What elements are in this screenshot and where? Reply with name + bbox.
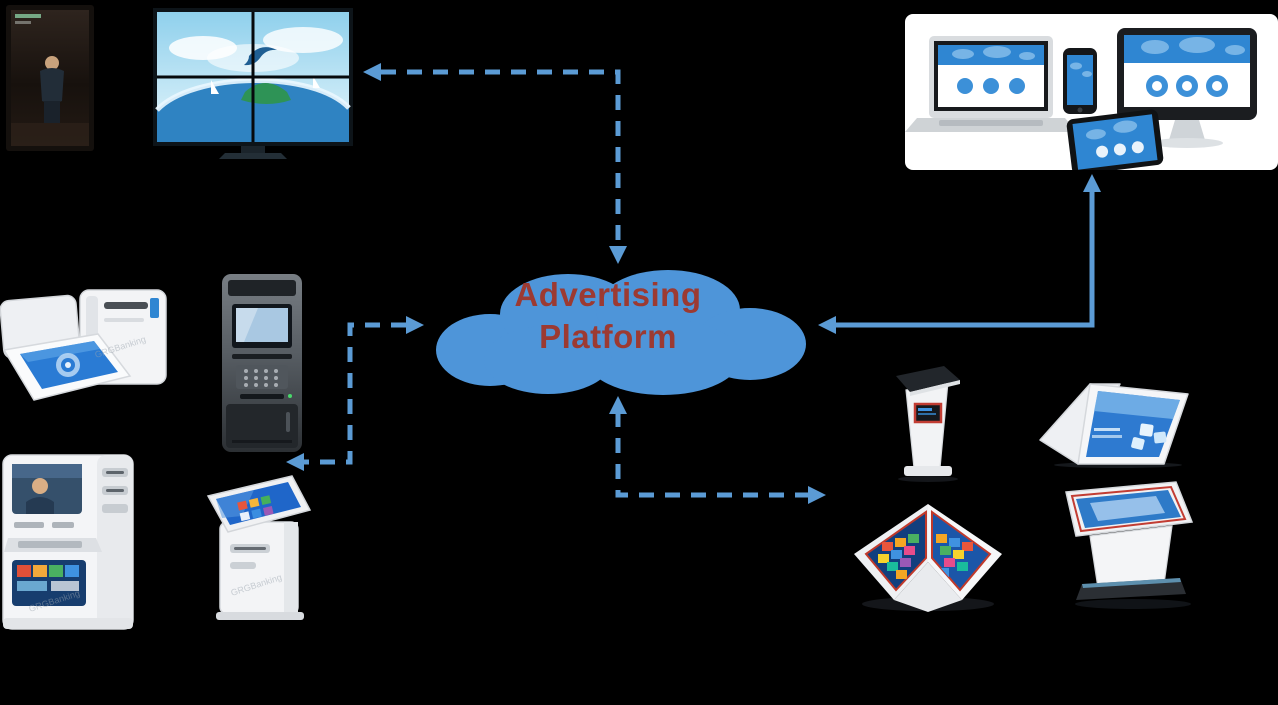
atm-kiosk — [206, 272, 316, 461]
vtm-touchscreen — [12, 560, 86, 606]
pyramid-touch-table — [852, 500, 1004, 619]
document-scanner-image: GRGBanking — [0, 289, 167, 401]
platform-label: Advertising Platform — [438, 274, 778, 358]
desktop-monitor — [1117, 28, 1257, 148]
ticket-kiosk: GRGBanking — [198, 468, 316, 627]
teller-video-screen — [12, 464, 82, 514]
video-wall-image — [153, 8, 353, 159]
atm-kiosk-image — [222, 274, 302, 452]
tablet — [1066, 109, 1164, 175]
tent-tablet-image — [1039, 383, 1189, 468]
tent-tablet-screen — [1086, 391, 1180, 457]
arrow-platform-to-self-service-kiosks — [302, 322, 406, 465]
platform-label-line1: Advertising — [514, 276, 702, 313]
person-on-screen — [40, 56, 64, 123]
tent-tablet — [1032, 376, 1196, 473]
pedestal-kiosk-image — [896, 366, 960, 482]
video-teller-machine: GRGBanking — [0, 452, 138, 639]
pyramid-right-screen — [931, 510, 992, 592]
document-scanner: GRGBanking — [0, 288, 170, 427]
web-devices — [905, 14, 1278, 175]
smartphone — [1063, 48, 1097, 114]
pyramid-left-screen — [864, 510, 927, 592]
platform-label-line2: Platform — [539, 318, 677, 355]
mirror-signage-image — [6, 5, 94, 151]
mirror-signage — [6, 5, 94, 156]
laptop — [905, 36, 1077, 132]
arrow-platform-to-interactive-kiosks — [615, 412, 810, 498]
web-devices-image — [905, 14, 1278, 175]
video-teller-machine-image: GRGBanking — [2, 454, 134, 630]
pyramid-touch-table-image — [854, 504, 1002, 612]
arrow-platform-to-video-wall — [381, 69, 621, 248]
scanner-front-unit — [0, 294, 132, 401]
table-touchscreen — [1065, 481, 1194, 537]
touch-table — [1038, 478, 1196, 617]
pedestal-kiosk — [884, 362, 966, 487]
atm-keypad — [236, 365, 288, 389]
atm-screen — [232, 304, 292, 348]
red-frame-screen — [913, 402, 943, 424]
ticket-kiosk-image: GRGBanking — [206, 475, 312, 620]
video-wall — [153, 8, 359, 165]
touch-table-image — [1065, 481, 1194, 609]
kiosk-touchscreen — [206, 475, 312, 533]
arrow-web-devices-to-platform — [834, 190, 1095, 328]
